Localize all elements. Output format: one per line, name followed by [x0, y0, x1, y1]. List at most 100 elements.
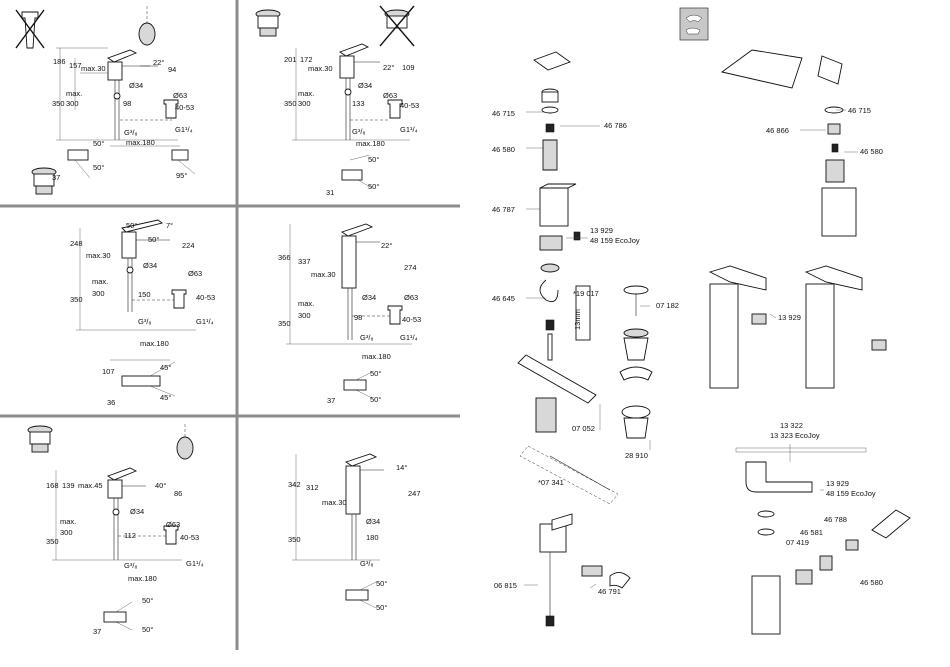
p3-angle-45b: 45° [160, 393, 171, 402]
p1-max180: max.180 [126, 138, 155, 147]
panel-6-tall-mixer: 342 312 14° 247 max.30 Ø34 350 180 G³/₈ … [288, 453, 421, 612]
p1-thread-g114: G1¹/₄ [175, 125, 193, 134]
part-13929-left: 13 929 [590, 226, 613, 235]
p3-dim-36: 36 [107, 398, 115, 407]
part-46645: 46 645 [492, 294, 515, 303]
p2-dim-201: 201 [284, 55, 297, 64]
part-46580-right: 46 580 [860, 147, 883, 156]
part-19017: *19 017 [573, 289, 599, 298]
p5-max: max. [60, 517, 76, 526]
p3-thread-g38: G³/₈ [138, 317, 152, 326]
spare-parts-exploded-view: 46 715 46 786 46 580 46 787 13 929 48 15… [492, 7, 911, 635]
panel-3-basin-mixer: 248 50° 7° 50° 224 max.30 Ø34 Ø63 max. 3… [70, 219, 215, 407]
p3-thread-g114: G1¹/₄ [196, 317, 214, 326]
panel-1-basin-mixer: 186 157 max.30 22° 94 max. 300 350 Ø34 9… [15, 6, 196, 195]
p3-angle-50b: 50° [148, 235, 159, 244]
p2-dim-350: 350 [284, 99, 297, 108]
p2-dim-40-53: 40-53 [400, 101, 419, 110]
p6-thread-g38: G³/₈ [360, 559, 374, 568]
p2-angle-50: 50° [368, 155, 379, 164]
p4-max: max. [298, 299, 314, 308]
p4-dim-337: 337 [298, 257, 311, 266]
p6-max30: max.30 [322, 498, 347, 507]
p5-dia-63: Ø63 [166, 520, 180, 529]
p5-dim-300: 300 [60, 528, 73, 537]
p6-dim-342: 342 [288, 480, 301, 489]
p2-max180: max.180 [356, 139, 385, 148]
part-07341: *07 341 [538, 478, 564, 487]
p3-angle-45: 45° [160, 363, 171, 372]
p5-angle-40: 40° [155, 481, 166, 490]
chain-plug-icon [138, 6, 156, 46]
p2-thread-g114: G1¹/₄ [400, 125, 418, 134]
p5-thread-g114: G1¹/₄ [186, 559, 204, 568]
p5-dim-37: 37 [93, 627, 101, 636]
part-46788: 46 788 [824, 515, 847, 524]
p1-dim-98: 98 [123, 99, 131, 108]
part-13mm: 13mm [573, 309, 582, 330]
p2-dim-133: 133 [352, 99, 365, 108]
p4-angle-50: 50° [370, 369, 381, 378]
p1-dia-63: Ø63 [173, 91, 187, 100]
p6-dia-34: Ø34 [366, 517, 380, 526]
p1-max30: max.30 [81, 64, 106, 73]
p6-dim-180: 180 [366, 533, 379, 542]
p4-thread-g114: G1¹/₄ [400, 333, 418, 342]
p6-dim-350: 350 [288, 535, 301, 544]
p1-dim-157: 157 [69, 61, 82, 70]
p1-angle-50b: 50° [93, 163, 104, 172]
panel-5-bidet-mixer: 168 139 max.45 40° 86 Ø34 Ø63 max. 300 3… [27, 424, 204, 636]
p3-dia-63: Ø63 [188, 269, 202, 278]
part-06815: 06 815 [494, 581, 517, 590]
p4-angle-50b: 50° [370, 395, 381, 404]
part-28910: 28 910 [625, 451, 648, 460]
part-46787: 46 787 [492, 205, 515, 214]
p6-dim-312: 312 [306, 483, 319, 492]
p5-dia-34: Ø34 [130, 507, 144, 516]
p4-dim-274: 274 [404, 263, 417, 272]
p3-dim-107: 107 [102, 367, 115, 376]
p3-dim-300: 300 [92, 289, 105, 298]
p6-dim-247: 247 [408, 489, 421, 498]
p2-dim-109: 109 [402, 63, 415, 72]
p4-dim-37: 37 [327, 396, 335, 405]
part-48159-bidet: 48 159 EcoJoy [826, 489, 876, 498]
p1-dim-94: 94 [168, 65, 176, 74]
p2-dia-34: Ø34 [358, 81, 372, 90]
part-13323: 13 323 EcoJoy [770, 431, 820, 440]
part-13929-bidet: 13 929 [826, 479, 849, 488]
p5-max45: max.45 [78, 481, 103, 490]
p3-angle-7: 7° [166, 221, 173, 230]
p3-max180: max.180 [140, 339, 169, 348]
drain-plug-icon [27, 425, 53, 453]
p3-dim-248: 248 [70, 239, 83, 248]
p1-angle-22: 22° [153, 58, 164, 67]
part-13929-tall: 13 929 [778, 313, 801, 322]
p3-angle-50: 50° [126, 221, 137, 230]
p4-dia-34: Ø34 [362, 293, 376, 302]
p6-angle-14: 14° [396, 463, 407, 472]
drain-plug-icon [255, 9, 281, 37]
p1-angle-50: 50° [93, 139, 104, 148]
p6-angle-50b: 50° [376, 603, 387, 612]
part-46866: 46 866 [766, 126, 789, 135]
panel-2-basin-mixer: 201 172 max.30 22° 109 max. 300 350 Ø34 … [255, 5, 419, 197]
p2-dim-172: 172 [300, 55, 313, 64]
p4-max180: max.180 [362, 352, 391, 361]
part-46715-left: 46 715 [492, 109, 515, 118]
p4-dim-98: 98 [354, 313, 362, 322]
p3-dia-34: Ø34 [143, 261, 157, 270]
p5-dim-168: 168 [46, 481, 59, 490]
p1-dim-300: 300 [66, 99, 79, 108]
p4-dim-40-53: 40-53 [402, 315, 421, 324]
p4-dim-366: 366 [278, 253, 291, 262]
part-46791: 46 791 [598, 587, 621, 596]
p3-dim-40-53: 40-53 [196, 293, 215, 302]
p1-thread-g38: G³/₈ [124, 128, 138, 137]
p2-dim-300: 300 [298, 99, 311, 108]
part-07182: 07 182 [656, 301, 679, 310]
p4-angle-22: 22° [381, 241, 392, 250]
p3-dim-224: 224 [182, 241, 195, 250]
p2-dim-31: 31 [326, 188, 334, 197]
